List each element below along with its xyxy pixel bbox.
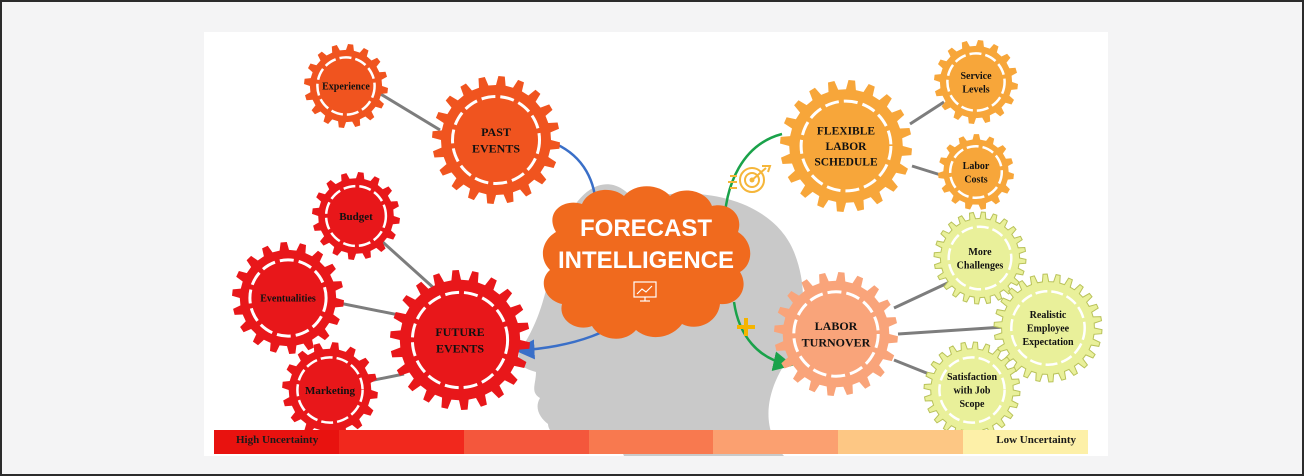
gear-flexible-labor-schedule: FLEXIBLE LABOR SCHEDULE xyxy=(780,80,912,212)
computer-chart-icon xyxy=(633,281,657,302)
gear-more-challenges-label-2: Challenges xyxy=(957,260,1004,271)
gear-labor-turnover-body xyxy=(774,272,898,396)
gear-marketing: Marketing xyxy=(282,342,378,438)
gear-realistic-employee-expectation-label-3: Expectation xyxy=(1022,337,1074,348)
uncertainty-segment xyxy=(838,430,964,454)
gear-past-events-label-1: PAST xyxy=(481,125,511,139)
uncertainty-segment: High Uncertainty xyxy=(214,430,339,454)
gear-budget-label-1: Budget xyxy=(339,211,373,223)
gear-service-levels-label-2: Levels xyxy=(962,84,989,95)
gear-labor-costs-label-1: Labor xyxy=(963,161,990,172)
arrow-forecast-to-turnover xyxy=(732,301,794,372)
gear-labor-turnover: LABOR TURNOVER xyxy=(774,272,898,396)
uncertainty-segment xyxy=(463,430,589,454)
gear-past-events-label-2: EVENTS xyxy=(472,141,520,155)
gear-service-levels-label-1: Service xyxy=(960,71,992,82)
gear-past-events-body xyxy=(432,76,560,204)
gear-past-events: PAST EVENTS xyxy=(432,76,560,204)
gear-marketing-body xyxy=(282,342,378,438)
gear-realistic-employee-expectation-label-1: Realistic xyxy=(1030,310,1067,321)
gear-labor-turnover-label-1: LABOR xyxy=(815,319,858,333)
diagram-canvas: ExperiencePASTEVENTSBudgetEventualitiesM… xyxy=(232,40,1103,456)
plus-icon xyxy=(737,318,755,336)
gear-satisfaction-job-scope-label-3: Scope xyxy=(960,399,986,410)
gear-more-challenges-dashed-ring xyxy=(947,225,1013,291)
line-turnover-challenges xyxy=(893,278,955,310)
gear-realistic-employee-expectation-label-2: Employee xyxy=(1027,324,1070,335)
uncertainty-segment xyxy=(588,430,714,454)
line-turnover-expectation xyxy=(897,325,1005,336)
gear-flexible-labor-schedule-label-3: SCHEDULE xyxy=(814,157,878,169)
gear-future-events-body xyxy=(390,270,530,410)
gear-budget-dashed-ring xyxy=(324,184,388,248)
gear-satisfaction-job-scope-label-2: with Job xyxy=(954,386,991,397)
gear-flexible-labor-schedule-dashed-ring xyxy=(799,99,893,193)
gear-satisfaction-job-scope-label-1: Satisfaction xyxy=(947,372,997,383)
gear-labor-turnover-dashed-ring xyxy=(792,290,880,378)
gear-labor-costs-dashed-ring xyxy=(948,144,1004,200)
gears-layer: ExperiencePASTEVENTSBudgetEventualitiesM… xyxy=(232,40,1103,439)
gear-future-events-dashed-ring xyxy=(410,290,510,390)
forecast-cloud: FORECAST INTELLIGENCE xyxy=(542,186,751,339)
gear-eventualities: Eventualities xyxy=(232,242,344,354)
low-uncertainty-label: Low Uncertainty xyxy=(996,434,1077,446)
uncertainty-segment xyxy=(713,430,839,454)
gear-realistic-employee-expectation-dashed-ring xyxy=(1010,290,1086,366)
gear-satisfaction-job-scope-body xyxy=(923,341,1021,439)
gear-labor-turnover-label-2: TURNOVER xyxy=(802,335,871,349)
forecast-title-line1: FORECAST xyxy=(580,215,712,242)
gear-experience-label-1: Experience xyxy=(322,82,370,93)
uncertainty-segment xyxy=(338,430,464,454)
gear-experience-dashed-ring xyxy=(316,56,376,116)
gear-flexible-labor-schedule-label-1: FLEXIBLE xyxy=(817,126,875,138)
gear-marketing-label-1: Marketing xyxy=(305,385,356,397)
gear-realistic-employee-expectation-body xyxy=(993,273,1103,383)
gear-experience: Experience xyxy=(304,44,388,128)
gear-future-events: FUTURE EVENTS xyxy=(390,270,530,410)
gear-eventualities-dashed-ring xyxy=(248,258,328,338)
gear-budget: Budget xyxy=(312,172,400,260)
gear-future-events-label-2: EVENTS xyxy=(436,341,484,355)
gear-more-challenges-label-1: More xyxy=(968,247,992,258)
gear-service-levels-dashed-ring xyxy=(946,52,1006,112)
gear-future-events-label-1: FUTURE xyxy=(435,325,484,339)
gear-eventualities-label-1: Eventualities xyxy=(260,294,316,305)
uncertainty-segment: Low Uncertainty xyxy=(963,430,1089,454)
gear-past-events-dashed-ring xyxy=(451,95,541,185)
forecast-title-line2: INTELLIGENCE xyxy=(558,247,734,274)
line-flexible-service xyxy=(909,100,945,126)
target-icon xyxy=(728,165,772,193)
uncertainty-scale-bar: High Uncertainty Low Uncertainty xyxy=(214,430,1089,454)
gear-marketing-dashed-ring xyxy=(296,356,364,424)
high-uncertainty-label: High Uncertainty xyxy=(236,434,319,446)
gear-labor-costs-label-2: Costs xyxy=(964,174,987,185)
line-experience-past xyxy=(373,88,441,132)
gear-satisfaction-job-scope-dashed-ring xyxy=(938,356,1006,424)
gear-flexible-labor-schedule-label-2: LABOR xyxy=(826,141,868,153)
gear-flexible-labor-schedule-body xyxy=(780,80,912,212)
